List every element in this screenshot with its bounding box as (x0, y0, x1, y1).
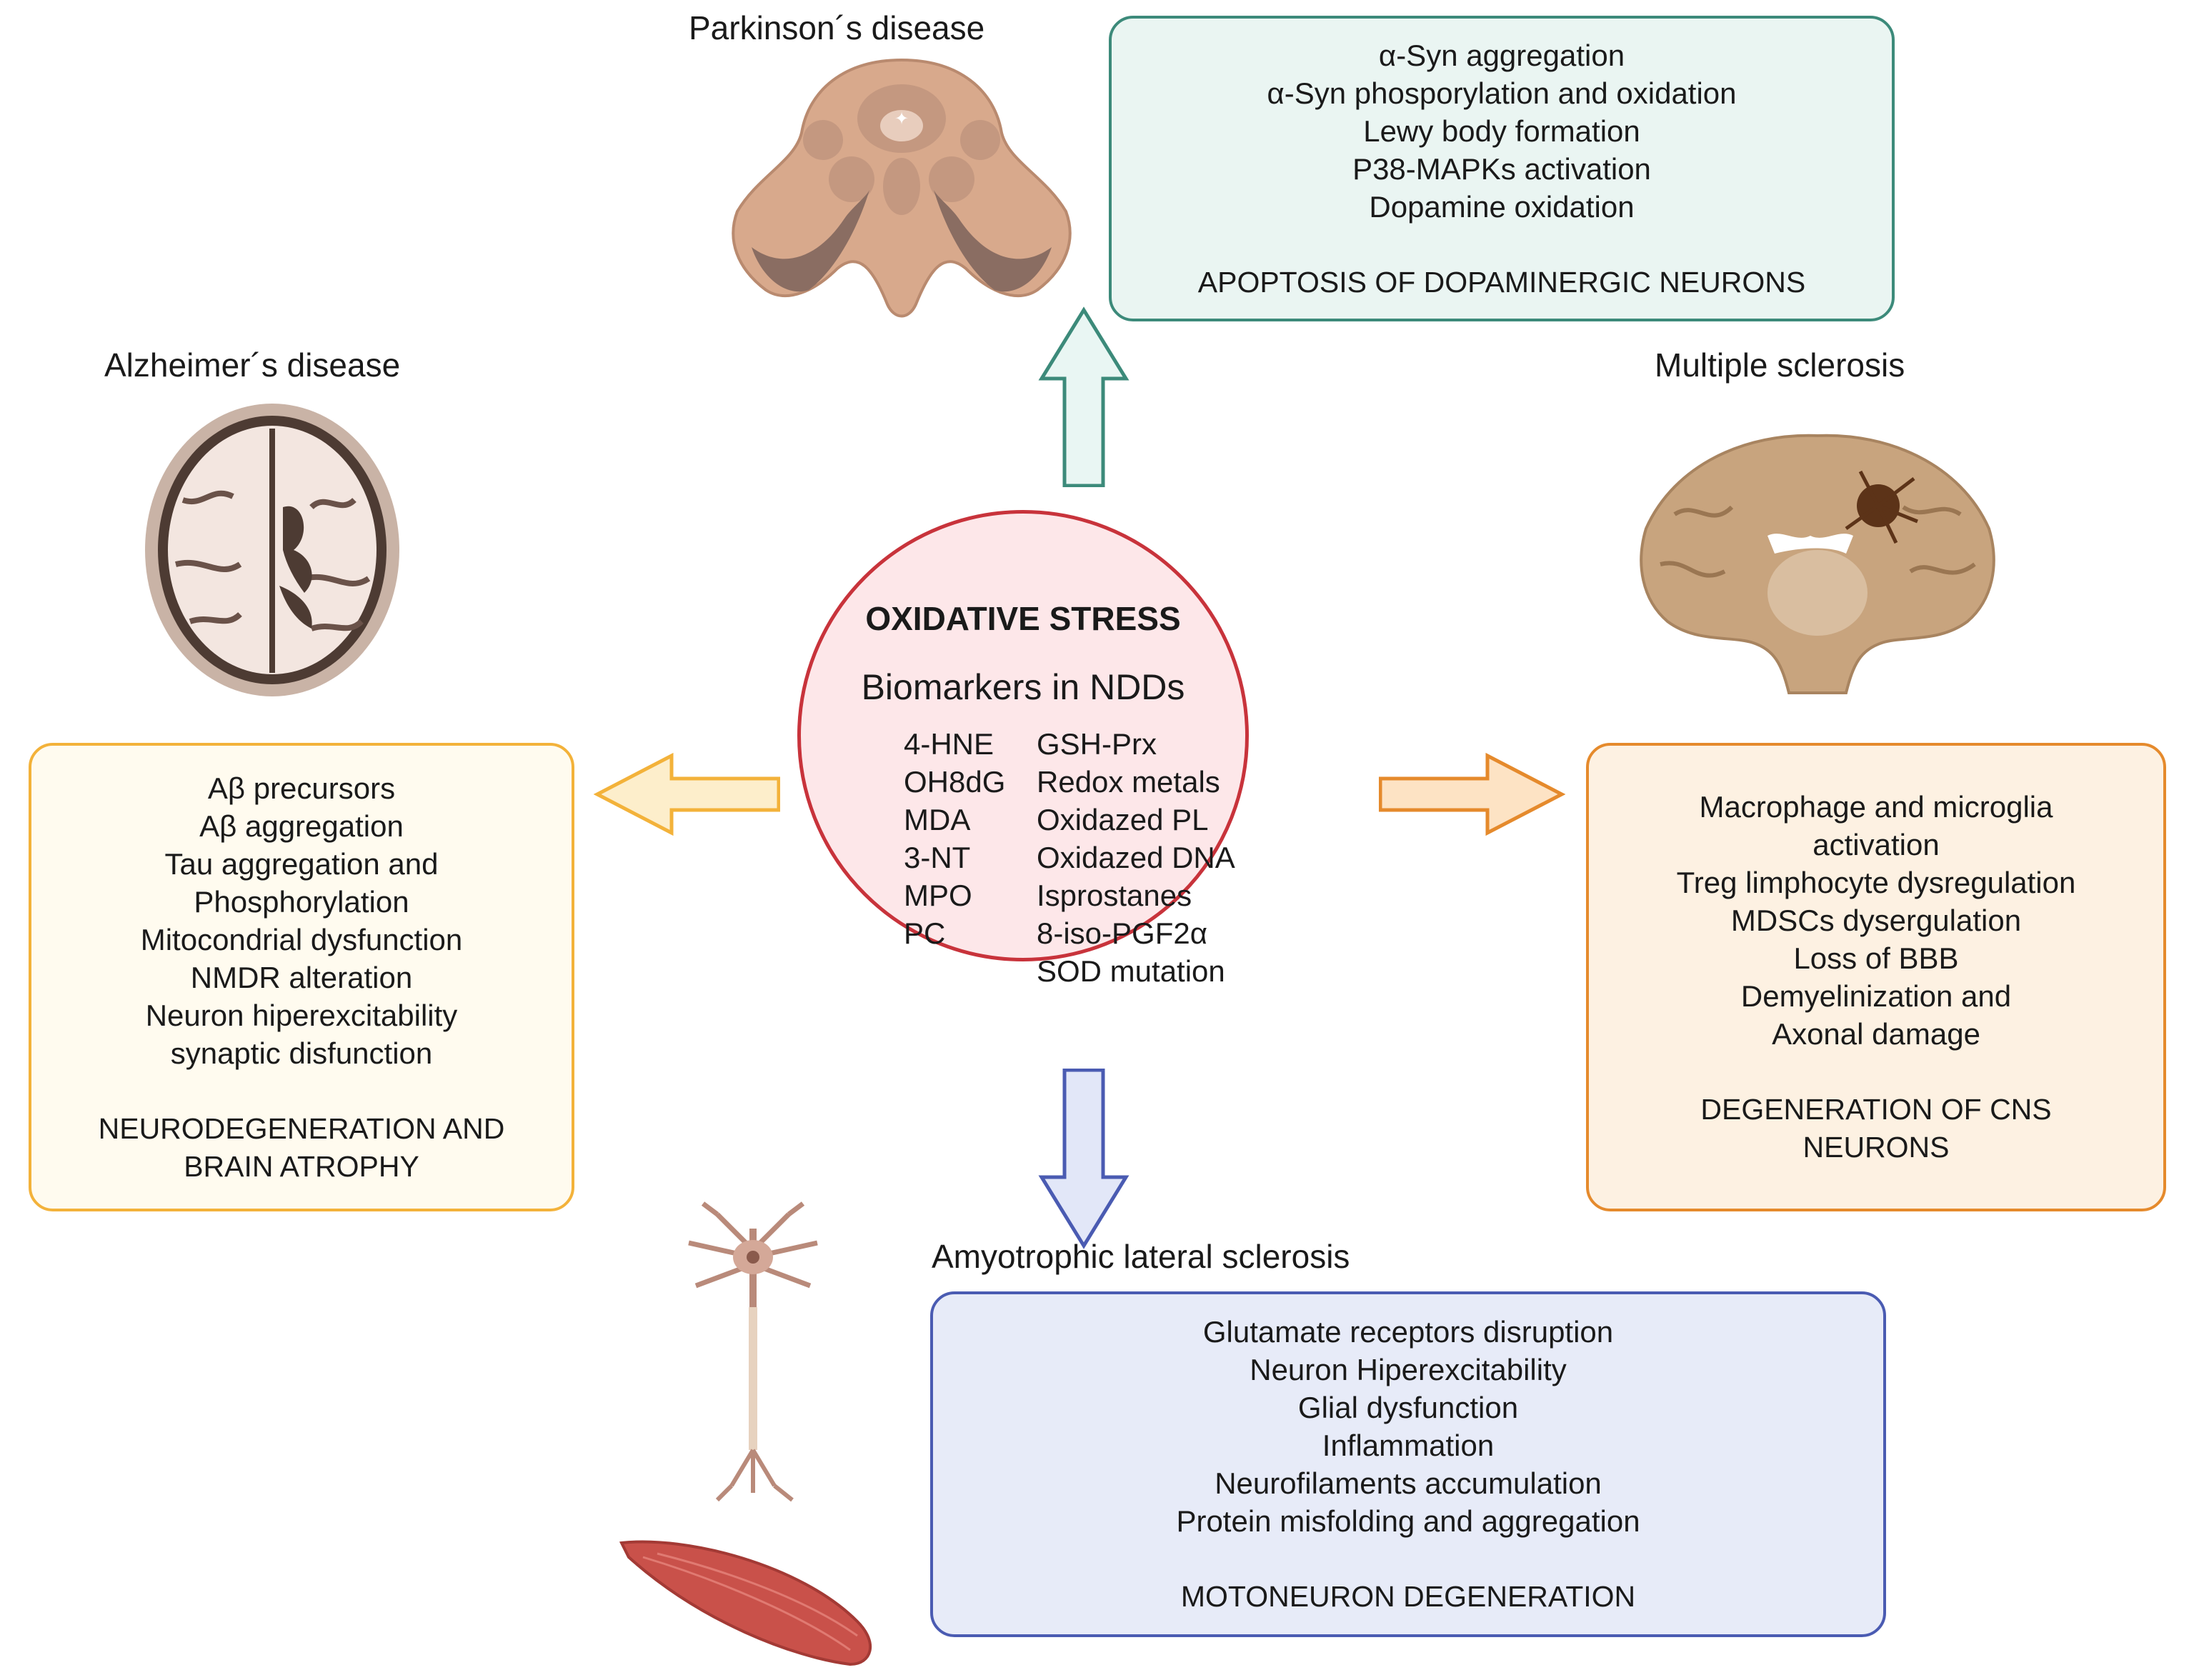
pd-line: Lewy body formation (1363, 114, 1640, 148)
biomarker: OH8dG (904, 765, 1006, 799)
axial-brain-atrophy-icon (145, 404, 399, 696)
ms-line: Treg limphocyte dysregulation (1676, 866, 2076, 899)
biomarker: MDA (904, 803, 971, 836)
ad-line: Aβ precursors (207, 771, 396, 805)
muscle-icon (619, 1540, 872, 1666)
alzheimer-title: Alzheimer´s disease (104, 346, 401, 384)
midbrain-section-icon: ✦ (732, 58, 1072, 318)
arrow-left-icon (593, 752, 780, 836)
als-box: Glutamate receptors disruption Neuron Hi… (930, 1291, 1886, 1637)
als-line: Neurofilaments accumulation (1215, 1466, 1602, 1500)
biomarker: 8-iso-PGF2α (1037, 916, 1207, 950)
motor-neuron-icon (688, 1201, 818, 1502)
biomarker: Oxidazed PL (1037, 803, 1209, 836)
als-line: Neuron Hiperexcitability (1250, 1353, 1567, 1386)
als-outcome: MOTONEURON DEGENERATION (1180, 1580, 1636, 1613)
parkinson-box: α-Syn aggregation α-Syn phosporylation a… (1109, 16, 1895, 321)
ms-title: Multiple sclerosis (1655, 346, 1905, 384)
arrow-down-icon (1038, 1069, 1130, 1249)
oxidative-stress-circle: OXIDATIVE STRESS Biomarkers in NDDs 4-HN… (797, 510, 1249, 988)
biomarker: Isprostanes (1037, 879, 1192, 912)
parkinson-title: Parkinson´s disease (689, 9, 985, 46)
als-line: Glial dysfunction (1297, 1391, 1519, 1424)
ad-line: Phosphorylation (194, 884, 409, 919)
pd-line: Dopamine oxidation (1369, 189, 1635, 224)
ms-outcome: NEURONS (1802, 1131, 1950, 1164)
ms-line: Axonal damage (1772, 1017, 1980, 1051)
biomarker: PC (904, 916, 946, 950)
als-line: Inflammation (1322, 1429, 1495, 1462)
ad-outcome: NEURODEGENERATION AND (98, 1111, 505, 1145)
ms-line: Demyelinization and (1740, 979, 2012, 1013)
als-line: Protein misfolding and aggregation (1176, 1504, 1640, 1538)
biomarker: 3-NT (904, 841, 971, 874)
ad-line: Neuron hiperexcitability (145, 998, 458, 1032)
biomarker-col-left: 4-HNE OH8dG MDA 3-NT MPO PC (904, 725, 1005, 952)
ms-line: activation (1812, 828, 1940, 861)
ms-line: Loss of BBB (1793, 941, 1959, 975)
pd-outcome: APOPTOSIS OF DOPAMINERGIC NEURONS (1197, 265, 1806, 299)
biomarker: Redox metals (1037, 765, 1220, 799)
ad-line: Tau aggregation and (164, 846, 439, 881)
ad-outcome: BRAIN ATROPHY (184, 1149, 419, 1183)
als-title: Amyotrophic lateral sclerosis (932, 1238, 1350, 1275)
ms-outcome: DEGENERATION OF CNS (1700, 1093, 2052, 1126)
biomarker: MPO (904, 879, 972, 912)
ms-box: Macrophage and microglia activation Treg… (1586, 743, 2166, 1211)
biomarker: Oxidazed DNA (1037, 841, 1235, 874)
biomarker: SOD mutation (1037, 954, 1225, 988)
arrow-up-icon (1038, 306, 1130, 487)
svg-text:✦: ✦ (894, 109, 909, 129)
ad-line: synaptic disfunction (170, 1036, 433, 1070)
biomarker: GSH-Prx (1037, 727, 1157, 761)
coronal-brain-lesion-icon (1640, 434, 1995, 694)
ad-line: Mitocondrial dysfunction (140, 922, 463, 956)
alzheimer-box: Aβ precursors Aβ aggregation Tau aggrega… (29, 743, 574, 1211)
biomarker-col-right: GSH-Prx Redox metals Oxidazed PL Oxidaze… (1037, 725, 1235, 990)
pd-line: P38-MAPKs activation (1352, 151, 1651, 186)
biomarker: 4-HNE (904, 727, 994, 761)
ad-line: Aβ aggregation (199, 809, 404, 843)
center-title: OXIDATIVE STRESS (865, 600, 1181, 637)
pd-line: α-Syn phosporylation and oxidation (1267, 76, 1737, 110)
ms-line: MDSCs dysergulation (1730, 904, 2022, 937)
arrow-right-icon (1379, 752, 1566, 836)
ad-line: NMDR alteration (190, 960, 413, 994)
pd-line: α-Syn aggregation (1378, 38, 1625, 72)
als-line: Glutamate receptors disruption (1202, 1315, 1614, 1349)
ms-line: Macrophage and microglia (1699, 790, 2053, 824)
center-subtitle: Biomarkers in NDDs (861, 667, 1185, 707)
